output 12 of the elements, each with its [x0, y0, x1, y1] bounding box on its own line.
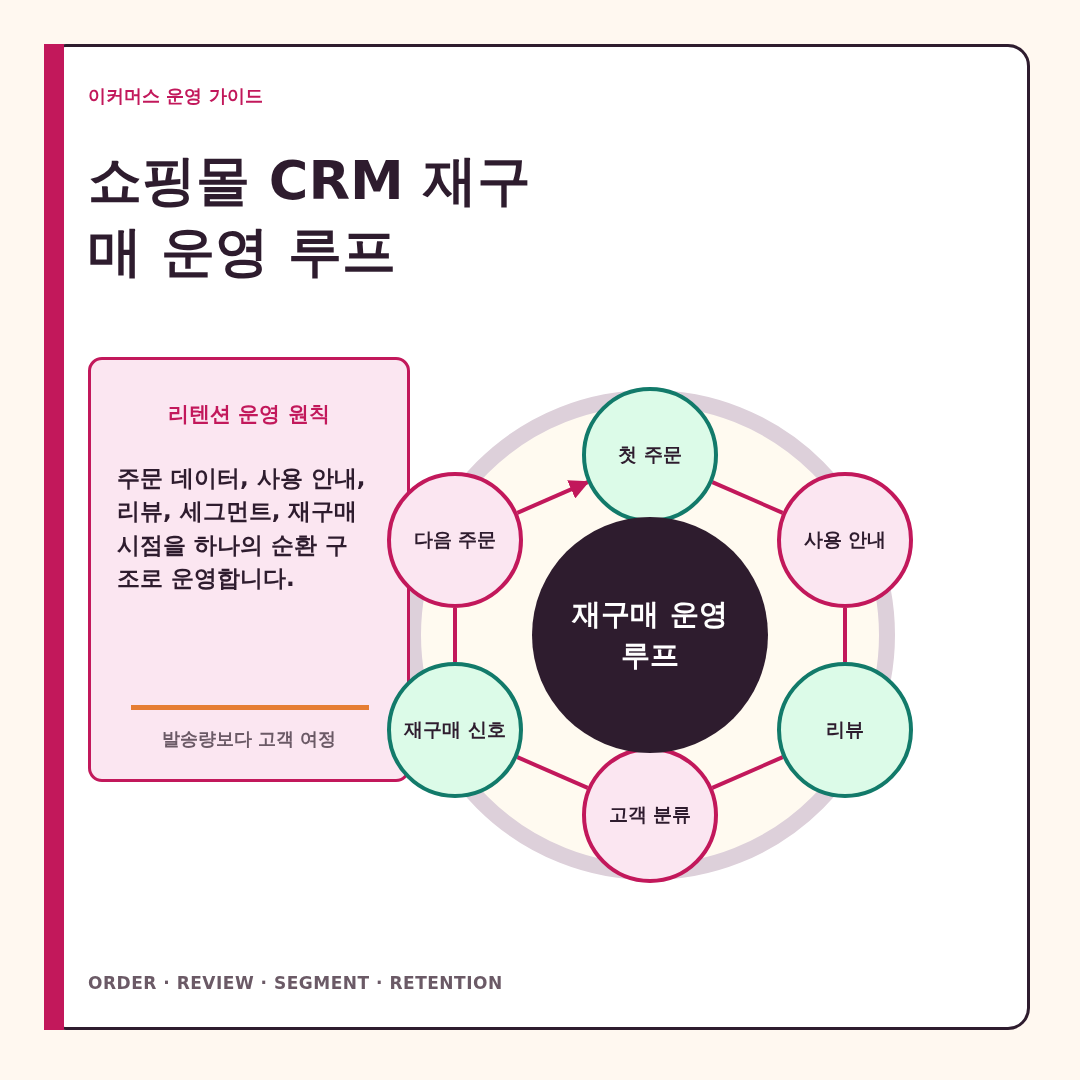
panel-body-text: 주문 데이터, 사용 안내, 리뷰, 세그먼트, 재구매 시점을 하나의 순환 구조로 운영합니다.	[117, 464, 367, 594]
connector-line	[453, 608, 457, 662]
title-heading: 쇼핑몰 CRM 재구매 운영 루프	[88, 148, 532, 286]
panel-heading: 리텐션 운영 원칙	[167, 401, 331, 428]
connector-line	[711, 480, 784, 515]
arrow	[516, 480, 590, 515]
eyebrow-text: 이커머스 운영 가이드	[88, 84, 263, 108]
connector-line	[516, 755, 589, 790]
connector-line	[711, 755, 784, 790]
panel-footnote: 발송량보다 고객 여정	[160, 727, 338, 751]
connector-line	[843, 608, 847, 662]
footer-text: ORDER · REVIEW · SEGMENT · RETENTION	[88, 973, 503, 993]
